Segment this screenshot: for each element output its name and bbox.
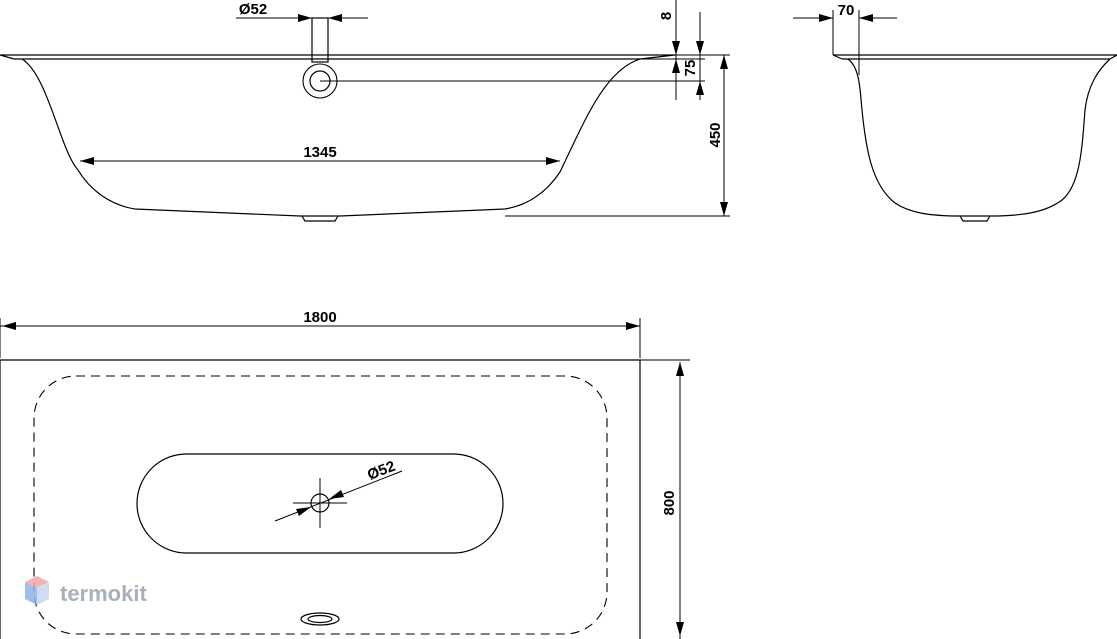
bottom-length-label: 1345 bbox=[303, 144, 336, 161]
drain-hole bbox=[310, 493, 330, 513]
overflow-plan-inner bbox=[307, 614, 333, 624]
end-view-tub-body bbox=[847, 58, 1111, 217]
rim-thickness-label: 8 bbox=[658, 12, 675, 20]
overall-length-label: 1800 bbox=[303, 309, 336, 326]
overall-width-arrow-top bbox=[676, 362, 684, 376]
overall-width-arrow-bottom bbox=[676, 622, 684, 636]
bottom-length-arrow-left bbox=[80, 157, 94, 165]
end-view-drain-foot bbox=[959, 215, 991, 222]
rim-thickness-arrow-bottom bbox=[672, 59, 680, 73]
bottom-length-arrow-right bbox=[546, 157, 560, 165]
overflow-height-arrow-top bbox=[696, 41, 704, 55]
termokit-watermark-text: termokit bbox=[60, 581, 147, 606]
overflow-dim-arrow-left bbox=[298, 14, 312, 22]
drain-dim-arrow-right bbox=[329, 490, 344, 499]
termokit-logo-icon bbox=[25, 576, 49, 605]
overall-width-label: 800 bbox=[661, 490, 678, 515]
overflow-height-arrow-bottom bbox=[696, 81, 704, 95]
end-view-rim bbox=[832, 54, 1117, 60]
side-view: Ø52 8 75 450 1345 bbox=[0, 0, 730, 222]
top-view-basin-outline bbox=[33, 375, 608, 635]
drain-diameter-label: Ø52 bbox=[365, 458, 398, 484]
depth-arrow-bottom bbox=[720, 202, 728, 216]
rim-width-arrow-left bbox=[819, 14, 833, 22]
termokit-watermark: termokit bbox=[25, 576, 147, 606]
overflow-height-label: 75 bbox=[682, 60, 699, 77]
top-view: 1800 800 Ø52 bbox=[0, 309, 690, 639]
depth-arrow-top bbox=[720, 55, 728, 69]
side-view-rim bbox=[0, 54, 676, 60]
overflow-dim-arrow-right bbox=[328, 14, 342, 22]
overflow-diameter-label: Ø52 bbox=[239, 1, 267, 18]
side-view-drain-foot bbox=[301, 215, 339, 222]
overall-length-arrow-right bbox=[626, 322, 640, 330]
end-view: 70 bbox=[793, 2, 1117, 222]
rim-thickness-arrow-top bbox=[672, 41, 680, 55]
depth-label: 450 bbox=[707, 122, 724, 147]
top-view-flat-base bbox=[136, 453, 504, 554]
side-view-tub-body bbox=[21, 58, 641, 217]
top-view-outer-rim bbox=[0, 359, 641, 639]
drain-dim-arrow-left bbox=[296, 507, 311, 516]
overall-length-arrow-left bbox=[2, 322, 16, 330]
overflow-plan-outer bbox=[300, 612, 340, 626]
rim-width-arrow-right bbox=[859, 14, 873, 22]
rim-width-label: 70 bbox=[838, 2, 855, 19]
overflow-pipe bbox=[311, 17, 329, 63]
